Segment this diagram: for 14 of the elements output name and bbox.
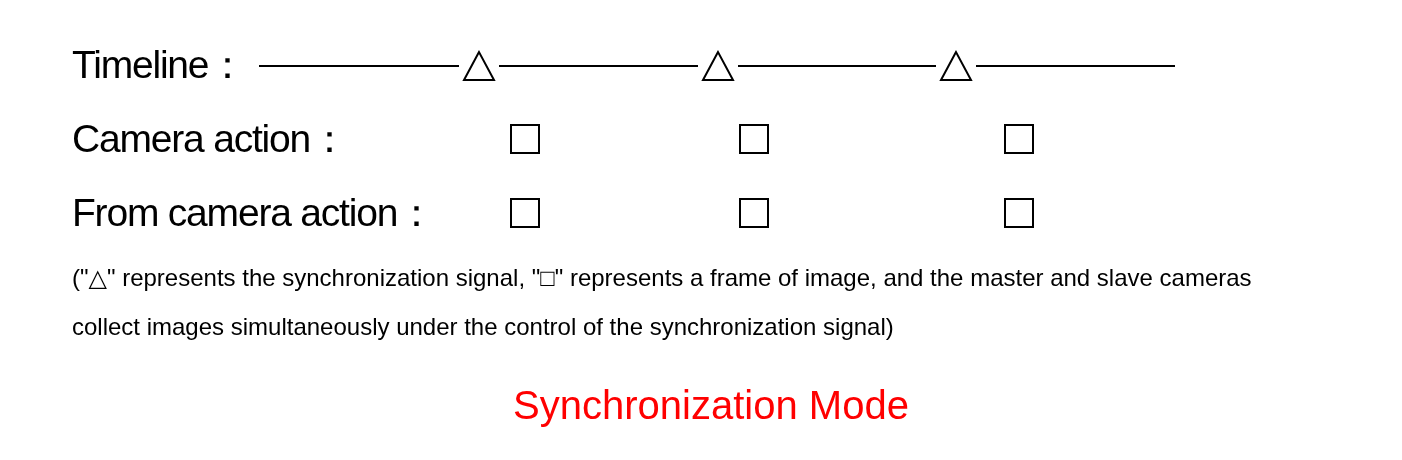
legend-note: ("△" represents the synchronization signal, "□" represents a frame of image, and the master and slave cameras collect images simultaneously under the control of the synchronization signal) (72, 263, 1253, 342)
image-frame-square (739, 198, 769, 228)
image-frame-square (1004, 198, 1034, 228)
sync-signal-triangle (463, 51, 495, 81)
image-frame-square (510, 198, 540, 228)
image-frame-square (739, 124, 769, 154)
diagram-caption: Synchronization Mode (513, 383, 909, 427)
image-frame-square (1004, 124, 1034, 154)
timeline-label: Timeline： (72, 43, 247, 88)
from-camera-action-label: From camera action： (72, 191, 435, 236)
sync-signal-triangle (940, 51, 972, 81)
image-frame-square (510, 124, 540, 154)
sync-signal-triangle (702, 51, 734, 81)
camera-action-label: Camera action： (72, 117, 348, 162)
